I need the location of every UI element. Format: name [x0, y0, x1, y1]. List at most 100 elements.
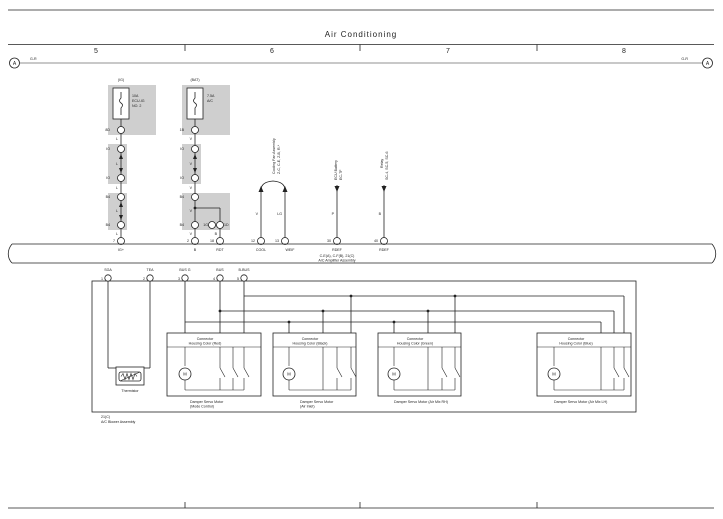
column-number-6: 6: [270, 48, 274, 55]
svg-text:Connector: Connector: [407, 337, 424, 341]
svg-text:IO: IO: [106, 176, 110, 180]
svg-text:2: 2: [143, 277, 145, 281]
svg-text:V: V: [190, 137, 193, 141]
svg-text:M: M: [287, 372, 291, 377]
svg-text:Housing Color (Black): Housing Color (Black): [293, 342, 328, 346]
svg-text:Relay: Relay: [380, 159, 384, 168]
fuse-a-sub1: ECU-IG: [132, 99, 145, 103]
svg-text:WEIF: WEIF: [286, 248, 296, 252]
svg-text:Z-C, C-E, Z-B, R-*: Z-C, C-E, Z-B, R-*: [277, 144, 281, 174]
fuse-b-name: 7.5A: [207, 94, 215, 98]
connector-circle-right: [702, 57, 713, 69]
svg-text:B4: B4: [106, 223, 110, 227]
svg-text:BUS G: BUS G: [179, 268, 190, 272]
svg-text:B4: B4: [180, 195, 184, 199]
svg-text:(Mode Control): (Mode Control): [190, 405, 214, 409]
amplifier-name: A/C Amplifier Assembly: [318, 259, 355, 263]
svg-text:V: V: [190, 186, 193, 190]
svg-text:Damper Servo Motor (Air Mix RH: Damper Servo Motor (Air Mix RH): [394, 400, 448, 404]
column-number-8: 8: [622, 48, 626, 55]
svg-text:IO: IO: [180, 147, 184, 151]
column-ticks: [184, 44, 538, 508]
svg-text:SGA: SGA: [104, 268, 112, 272]
connector-circle-left-label: A: [13, 61, 17, 67]
amplifier-band-ends: [7, 243, 717, 264]
svg-text:B: B: [215, 232, 218, 236]
svg-text:30: 30: [327, 239, 331, 243]
svg-text:B4: B4: [180, 223, 184, 227]
svg-text:12: 12: [251, 239, 255, 243]
svg-text:(Air Inlet): (Air Inlet): [300, 405, 315, 409]
svg-text:1B: 1B: [180, 128, 185, 132]
svg-text:IO: IO: [180, 176, 184, 180]
svg-text:1D: 1D: [224, 223, 229, 227]
column-number-5: 5: [94, 48, 98, 55]
svg-text:LG: LG: [277, 212, 282, 216]
damper-servo-motor-air-inlet: Connector Housing Color (Black) M Damper…: [272, 332, 357, 409]
fuse-a-box: (IG): [118, 78, 124, 82]
svg-text:RDEF: RDEF: [332, 248, 343, 252]
svg-text:RDT: RDT: [216, 248, 224, 252]
amplifier-connector: C-E(A), C-F(B), 21(C): [320, 254, 355, 258]
fuse-circuit-ecu-ig: (IG) 10A ECU-IG NO. 2 8D IO IO B4 B4 L L…: [105, 78, 156, 252]
svg-text:IG+: IG+: [118, 248, 124, 252]
svg-text:8D: 8D: [105, 128, 110, 132]
fuse-a-name: 10A: [132, 94, 139, 98]
svg-text:L: L: [116, 232, 118, 236]
column-number-7: 7: [446, 48, 450, 55]
svg-text:Connector: Connector: [197, 337, 214, 341]
svg-text:M: M: [183, 372, 187, 377]
svg-text:Connector: Connector: [302, 337, 319, 341]
svg-text:COOL: COOL: [256, 248, 266, 252]
svg-text:M: M: [552, 372, 556, 377]
svg-text:Housing Color (Green): Housing Color (Green): [397, 342, 433, 346]
svg-text:RDEF: RDEF: [379, 248, 390, 252]
svg-text:1G: 1G: [203, 223, 208, 227]
svg-text:Housing Color (Blue): Housing Color (Blue): [559, 342, 592, 346]
fuse-a-sub2: NO. 2: [132, 104, 141, 108]
svg-text:7: 7: [113, 239, 115, 243]
svg-text:EC-7F: EC-7F: [339, 169, 343, 180]
svg-text:Damper Servo Motor: Damper Servo Motor: [300, 400, 334, 404]
svg-text:2: 2: [187, 239, 189, 243]
svg-text:L: L: [116, 186, 118, 190]
thermistor-label: Thermistor: [121, 389, 139, 393]
svg-text:L: L: [116, 162, 118, 166]
svg-text:V: V: [190, 162, 193, 166]
svg-text:Damper Servo Motor: Damper Servo Motor: [190, 400, 224, 404]
svg-text:V: V: [190, 232, 193, 236]
svg-text:TEA: TEA: [147, 268, 155, 272]
svg-text:B: B: [379, 212, 382, 216]
blower-name: A/C Blower Assembly: [101, 420, 136, 424]
damper-servo-motor-mode: Connector Housing Color (Red) M Damper S…: [166, 332, 262, 409]
cooling-fan-signals: Cooling Fan Assembly Z-C, C-E, Z-B, R-* …: [251, 138, 295, 252]
svg-text:P: P: [332, 212, 335, 216]
svg-text:1: 1: [101, 277, 103, 281]
svg-text:M: M: [392, 372, 396, 377]
wire-ref-left: G-R: [30, 57, 37, 61]
svg-text:V: V: [256, 212, 259, 216]
svg-text:B4: B4: [106, 195, 110, 199]
svg-text:V: V: [190, 209, 193, 213]
svg-text:Damper Servo Motor (Air Mix LH: Damper Servo Motor (Air Mix LH): [554, 400, 607, 404]
svg-text:13: 13: [275, 239, 279, 243]
fuse-circuit-ac: (BAT) 7.5A A/C 1B IO IO B4 B4 V V V V V …: [180, 78, 230, 252]
damper-servo-motor-air-mix-rh: Connector Housing Color (Green) M Damper…: [377, 332, 462, 404]
svg-text:BUS: BUS: [216, 268, 224, 272]
connector-circle-right-label: A: [706, 61, 710, 67]
relay-signal: Relay SC-4, SC-5, SC-6 B 40 RDEF: [374, 151, 390, 252]
wire-ref-right: G-R: [681, 57, 688, 61]
svg-text:B: B: [194, 248, 197, 252]
fuse-b-sub1: A/C: [207, 99, 213, 103]
svg-text:SC-4, SC-5, SC-6: SC-4, SC-5, SC-6: [385, 151, 389, 180]
svg-text:5: 5: [237, 277, 239, 281]
ecu-battery-signal: ECU Battery EC-7F P 30 RDEF: [327, 160, 343, 252]
svg-text:Connector: Connector: [568, 337, 585, 341]
connector-circle-left: [9, 57, 20, 69]
svg-text:40: 40: [374, 239, 378, 243]
blower-terminals: SGA TEA BUS G BUS B-BUS 1 2 3 4 5: [101, 268, 250, 282]
svg-text:L: L: [116, 137, 118, 141]
fuse-b-box: (BAT): [190, 78, 199, 82]
page-title: Air Conditioning: [325, 30, 397, 39]
